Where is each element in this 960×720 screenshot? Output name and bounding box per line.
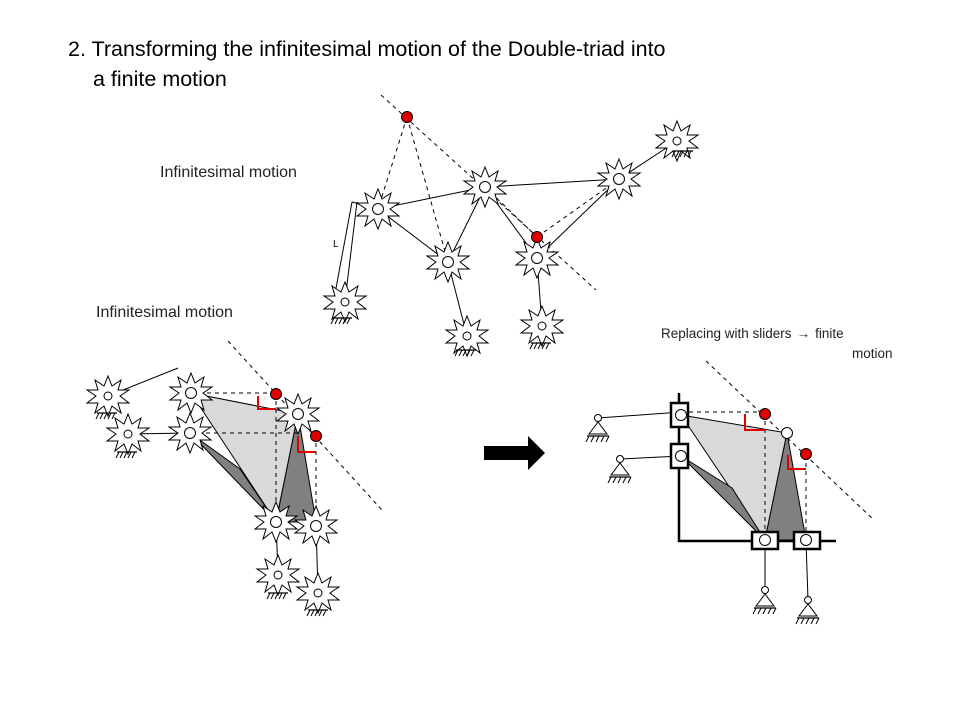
slide-title: 2. Transforming the infinitesimal motion…: [68, 34, 666, 94]
red-joint: [270, 388, 282, 400]
top-diagram: L: [323, 94, 699, 357]
red-joint: [800, 448, 812, 460]
small-letter: L: [333, 239, 339, 250]
red-joint: [310, 430, 322, 442]
note-finite: finite: [815, 326, 844, 341]
slider-note: Replacing with sliders → finite motion: [661, 324, 893, 364]
title-line-2: a finite motion: [93, 67, 227, 91]
note-motion: motion: [852, 346, 893, 361]
arrow-right-icon: →: [796, 326, 811, 341]
note-text: Replacing with sliders: [661, 326, 792, 341]
top-motion-label: Infinitesimal motion: [160, 164, 297, 181]
red-joint: [759, 408, 771, 420]
bottom-right-diagram: [585, 360, 875, 625]
red-joint: [531, 231, 543, 243]
left-motion-label: Infinitesimal motion: [96, 304, 233, 321]
transform-arrow-icon: [484, 436, 545, 470]
bottom-left-diagram: [86, 340, 383, 617]
red-joint: [401, 111, 413, 123]
title-line-1: 2. Transforming the infinitesimal motion…: [68, 37, 666, 61]
